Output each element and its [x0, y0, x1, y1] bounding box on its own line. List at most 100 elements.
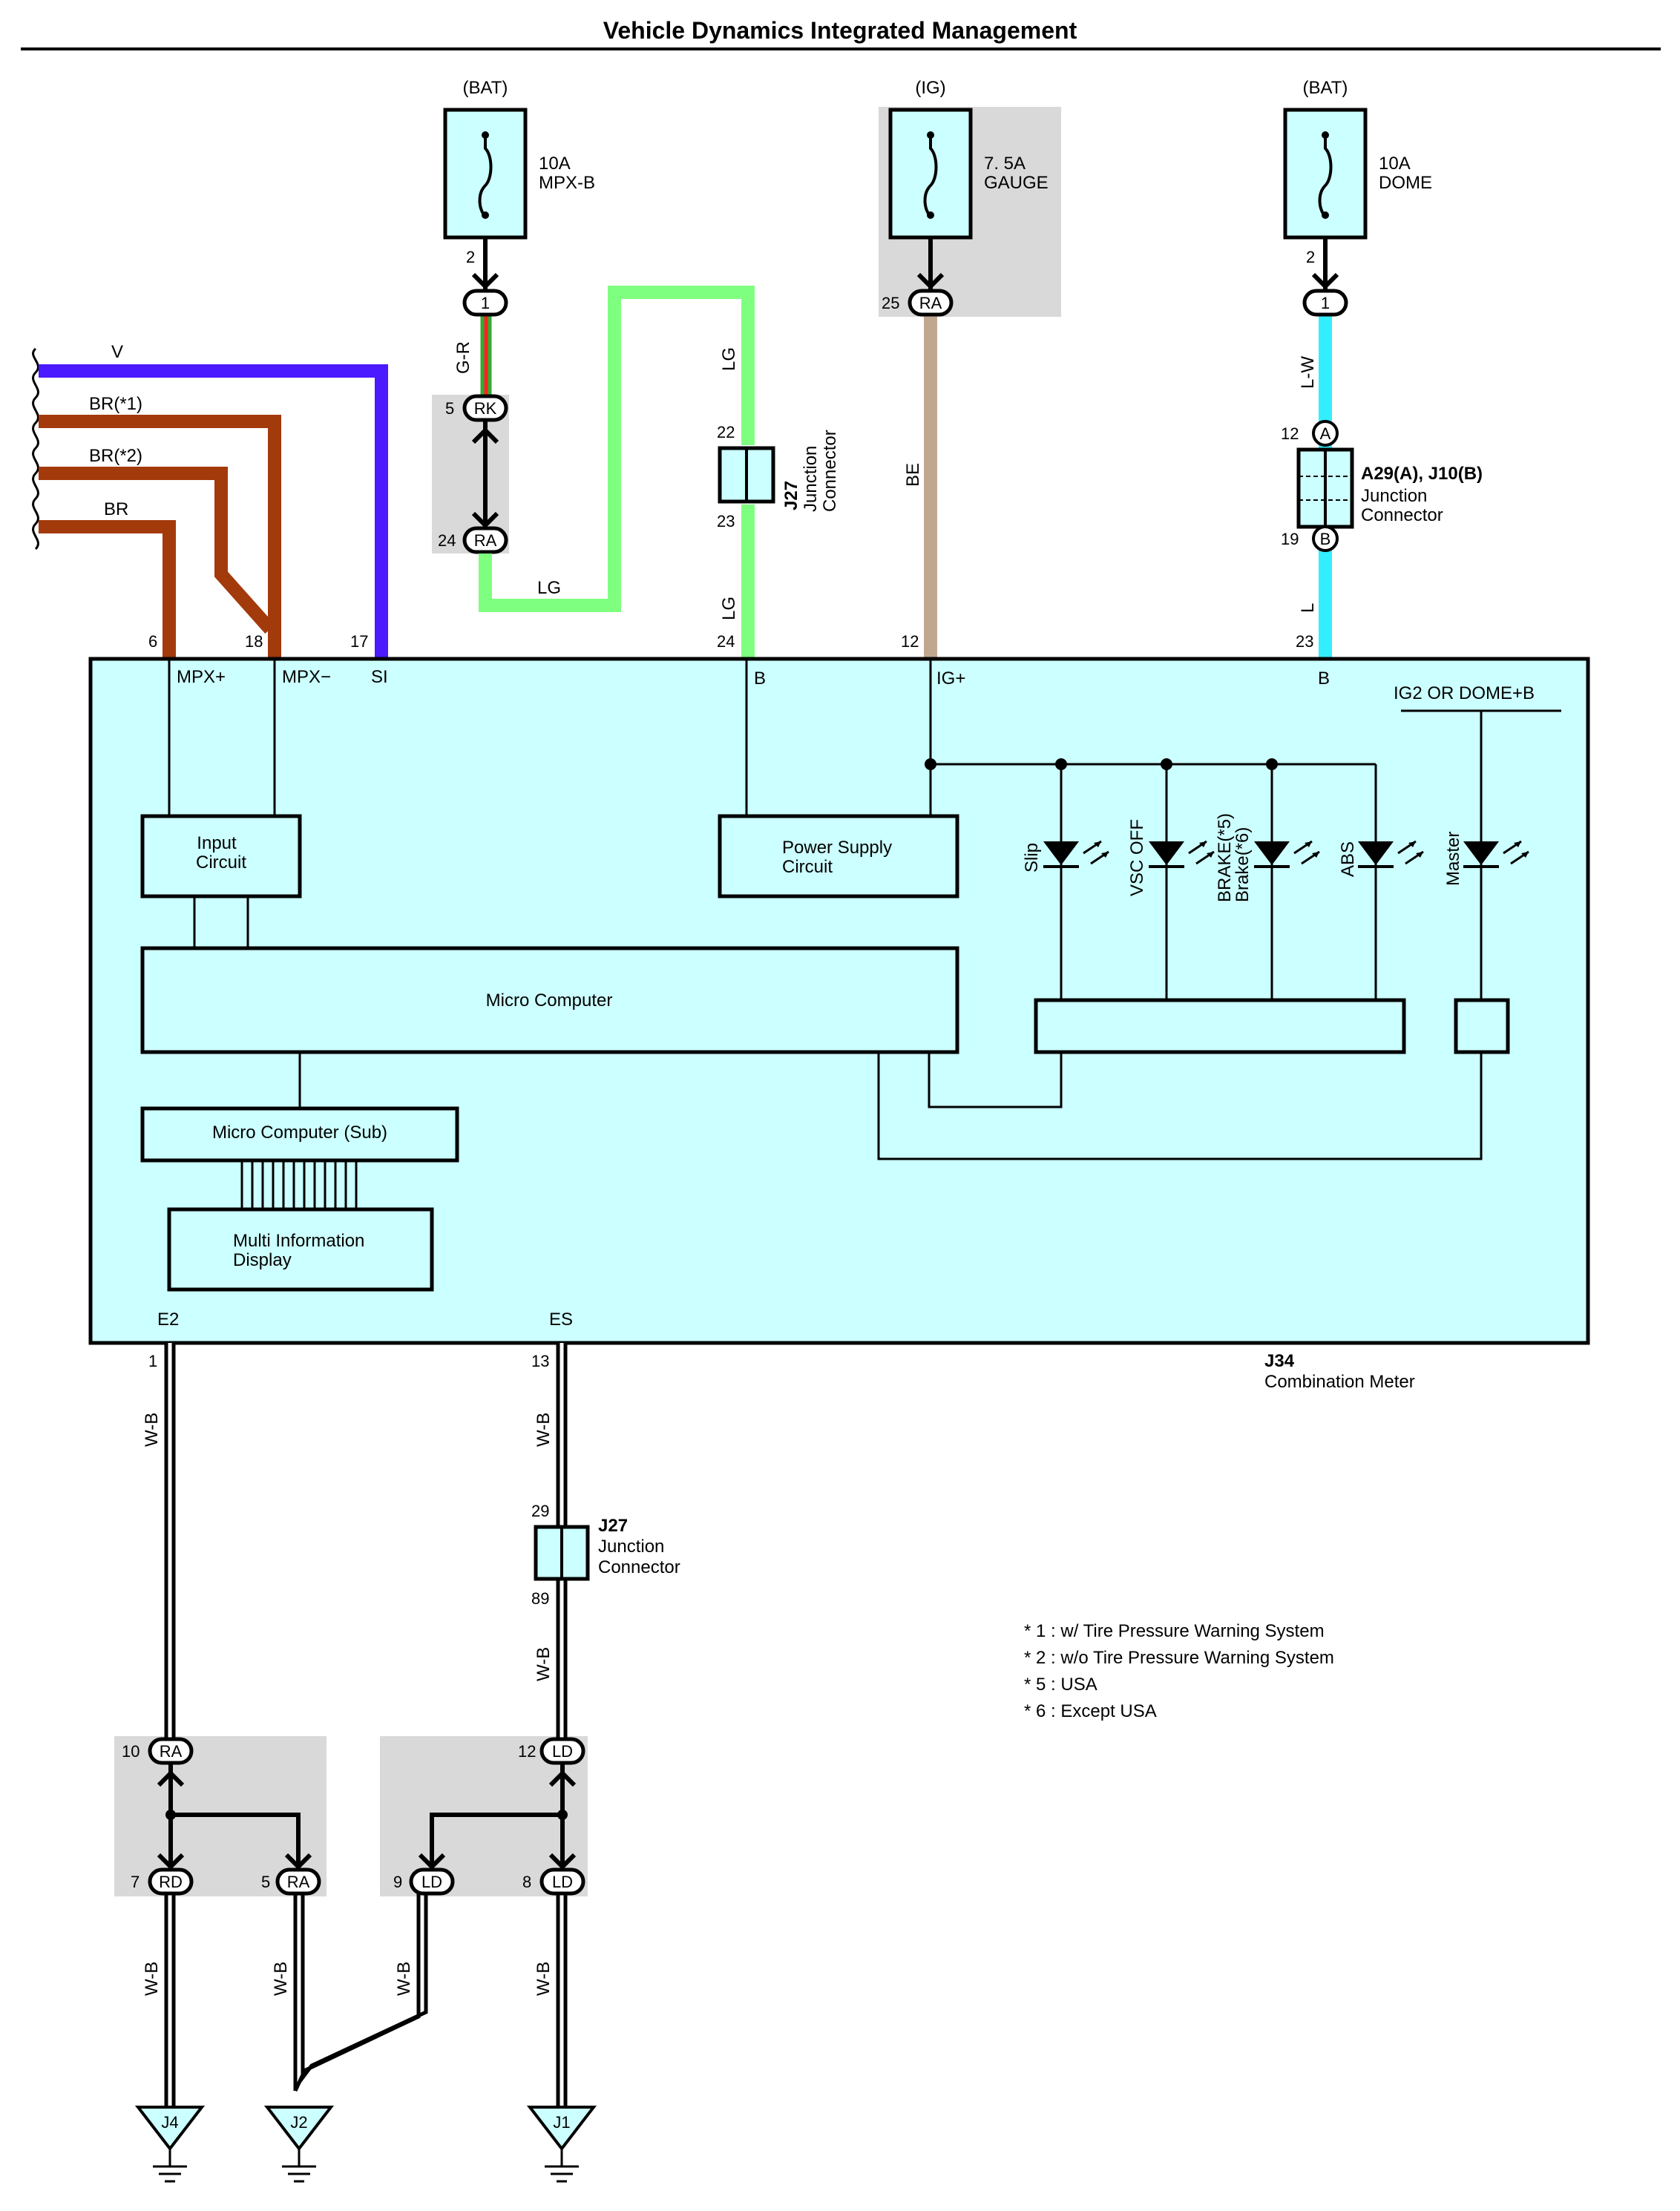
meter-id: J34: [1264, 1351, 1295, 1371]
terminal-b2: B: [1318, 668, 1330, 689]
indicator-driver-block: [1034, 998, 1406, 1054]
g2-o2-pin: 8: [522, 1873, 531, 1891]
g1-o1-pin: 7: [131, 1873, 140, 1891]
wire-br1: [39, 415, 281, 659]
fuse-1-rating: 10A: [539, 154, 571, 174]
mid-label-2: Display: [233, 1250, 292, 1270]
svg-text:RA: RA: [919, 294, 942, 312]
input-circuit-block: [140, 814, 302, 898]
left-wire-label-br: BR: [104, 499, 128, 519]
micro-computer-block: [140, 946, 959, 1054]
wire-label-gr: G-R: [453, 341, 473, 374]
j27b-name1: Junction: [598, 1537, 664, 1557]
indicator-label-abs: ABS: [1338, 841, 1358, 877]
note-4: * 6 : Except USA: [1024, 1701, 1157, 1721]
wire-label-lg2: LG: [719, 347, 739, 371]
g2-in-code: LD: [552, 1742, 573, 1761]
wire-label-lg3: LG: [719, 597, 739, 620]
g1-in-code: RA: [160, 1742, 183, 1761]
wire-label-wb6: W-B: [394, 1962, 414, 1996]
terminal-si: SI: [371, 667, 388, 687]
indicator-label-master: Master: [1443, 832, 1463, 886]
power-supply-label-1: Power Supply: [782, 838, 892, 858]
wire-br: [39, 520, 176, 659]
wire-v: [39, 364, 388, 659]
power-supply-label-2: Circuit: [782, 857, 833, 877]
wire-label-wb2: W-B: [534, 1413, 554, 1447]
svg-text:J2: J2: [290, 2113, 307, 2132]
micro-computer-sub-block: [140, 1106, 459, 1163]
meter-pin-23: 23: [1296, 632, 1313, 651]
ground-j1: J1: [526, 2106, 597, 2183]
input-circuit-label-2: Circuit: [196, 852, 246, 873]
led-vsc-off: [1149, 840, 1215, 868]
a29-in-pin: 12: [1281, 424, 1299, 443]
wire-label-wb1: W-B: [142, 1413, 162, 1447]
meter-name: Combination Meter: [1264, 1372, 1415, 1392]
connector-ra1-code: RA: [474, 531, 497, 550]
g1-o2-pin: 5: [261, 1873, 270, 1891]
connector-rk-pin: 5: [445, 399, 454, 418]
svg-text:1: 1: [481, 294, 490, 312]
a29-out-pin: 19: [1281, 530, 1299, 548]
fuse-1-name: MPX-B: [539, 173, 595, 193]
terminal-ig: IG+: [936, 668, 965, 689]
wire-label-wb4: W-B: [142, 1962, 162, 1996]
power-supply-block: [718, 814, 959, 898]
fuse-1-source: (BAT): [463, 78, 508, 98]
indicator-label-brake2: Brake(*6): [1233, 827, 1253, 902]
note-2: * 2 : w/o Tire Pressure Warning System: [1024, 1648, 1334, 1668]
connector-dome-1: [1302, 289, 1348, 317]
ground-j4: J4: [134, 2106, 206, 2183]
wire-lg: [479, 286, 755, 612]
mid-label-1: Multi Information: [233, 1231, 364, 1251]
fuse-3-name: DOME: [1379, 173, 1432, 193]
terminal-mpx-minus: MPX−: [282, 667, 331, 687]
j27-id: J27: [781, 481, 801, 510]
es-pin: 13: [531, 1352, 549, 1370]
meter-pin-18: 18: [245, 632, 263, 651]
g1-in-pin: 10: [122, 1742, 140, 1761]
a29-in-code: A: [1320, 424, 1331, 443]
fuse-2-rating: 7. 5A: [984, 154, 1026, 174]
g2-o1-pin: 9: [393, 1873, 402, 1891]
j27b-id: J27: [598, 1516, 628, 1536]
multi-information-display-block: [167, 1207, 434, 1292]
g1-o1-code: RD: [159, 1873, 183, 1891]
terminal-mpx-plus: MPX+: [177, 667, 226, 687]
input-circuit-label-1: Input: [197, 833, 237, 853]
meter-pin-17: 17: [350, 632, 368, 651]
terminal-e2: E2: [157, 1310, 179, 1330]
fuse-2-name: GAUGE: [984, 173, 1049, 193]
g1-o2-code: RA: [287, 1873, 310, 1891]
g2-o2-code: LD: [552, 1873, 573, 1891]
a29-out-code: B: [1320, 530, 1331, 548]
micro-computer-sub-label: Micro Computer (Sub): [212, 1123, 387, 1143]
wire-br2: [39, 467, 275, 634]
connector-gauge-ra: [908, 289, 954, 317]
connector-rk-code: RK: [474, 399, 497, 418]
led-brake: [1254, 840, 1320, 868]
note-1: * 1 : w/ Tire Pressure Warning System: [1024, 1621, 1325, 1641]
connector-ra1-pin: 24: [438, 531, 456, 550]
left-wire-breaks: [32, 347, 39, 551]
g2-in-pin: 12: [518, 1742, 536, 1761]
left-wire-label-v: V: [111, 342, 123, 362]
left-wire-label-br1: BR(*1): [89, 394, 142, 414]
fuse-2-pin: 25: [882, 294, 899, 312]
ground-j2: J2: [263, 2106, 335, 2183]
j27b-pin-out: 89: [531, 1589, 549, 1608]
connector-1-left: [462, 289, 508, 317]
meter-pin-12: 12: [901, 632, 919, 651]
a29-name1: Junction: [1361, 486, 1427, 506]
g2-o1-code: LD: [421, 1873, 442, 1891]
j27-pin-out: 23: [717, 512, 735, 530]
indicator-label-vsc: VSC OFF: [1127, 819, 1147, 896]
indicator-label-brake: BRAKE(*5): [1215, 813, 1235, 902]
fuse-3-rating: 10A: [1379, 154, 1411, 174]
wire-label-lg1: LG: [537, 578, 561, 598]
terminal-ig2: IG2 OR DOME+B: [1394, 683, 1535, 703]
display-bus: [240, 1160, 358, 1209]
svg-text:J4: J4: [161, 2113, 178, 2132]
